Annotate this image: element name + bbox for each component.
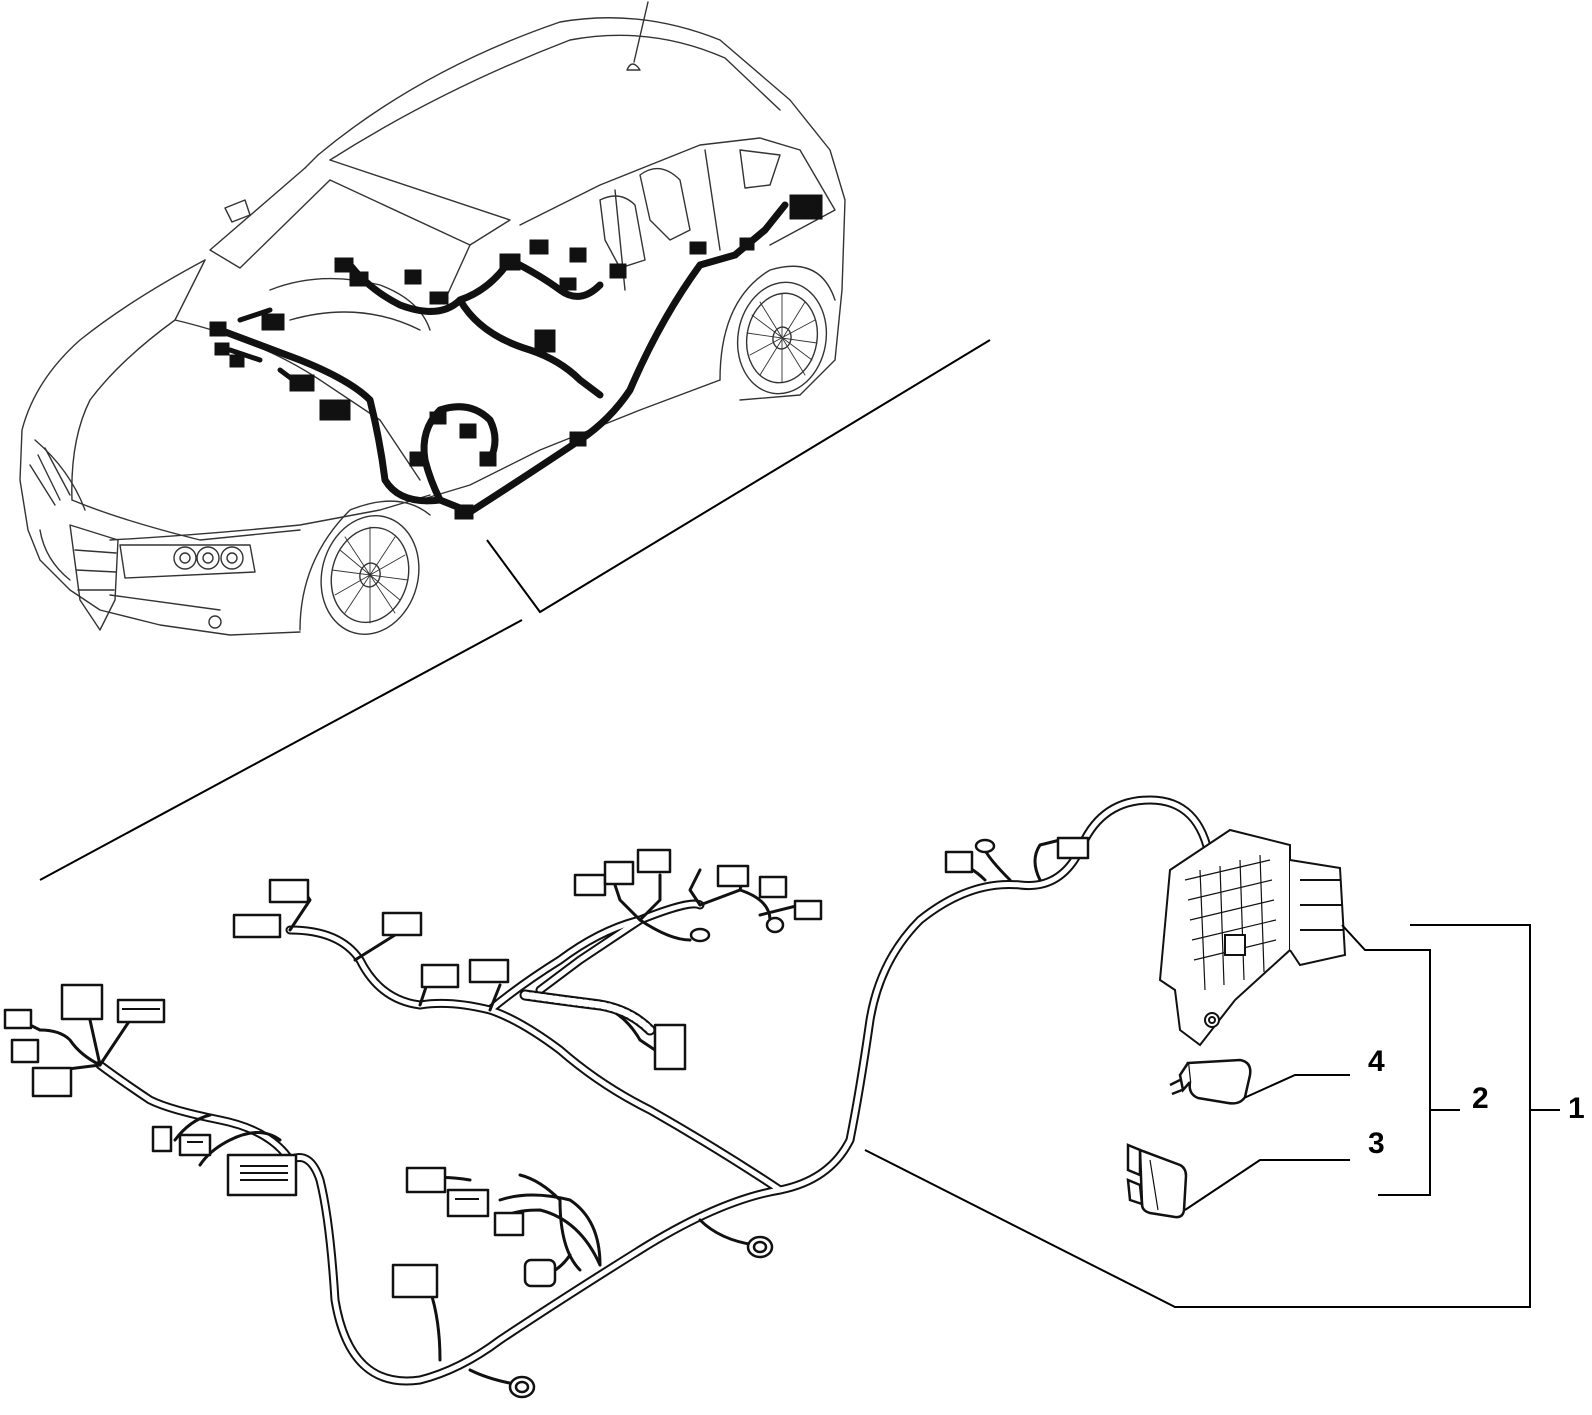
callout-2: 2: [1472, 1082, 1489, 1115]
fuse-box: [1158, 828, 1347, 1047]
blade-fuse: [1126, 1143, 1188, 1219]
callout-labels: 1 2 3 4: [1368, 1045, 1585, 1160]
harness-exploded: [3, 795, 1215, 1399]
callout-1: 1: [1568, 1092, 1585, 1125]
callout-4: 4: [1368, 1045, 1385, 1078]
relay: [1169, 1058, 1252, 1105]
car-connectors: [209, 194, 823, 520]
harness-connectors: [3, 836, 1090, 1299]
car-illustration: [19, 1, 846, 636]
callout-3: 3: [1368, 1127, 1385, 1160]
leader-lines: [864, 924, 1560, 1308]
projection-lines: [39, 339, 991, 881]
